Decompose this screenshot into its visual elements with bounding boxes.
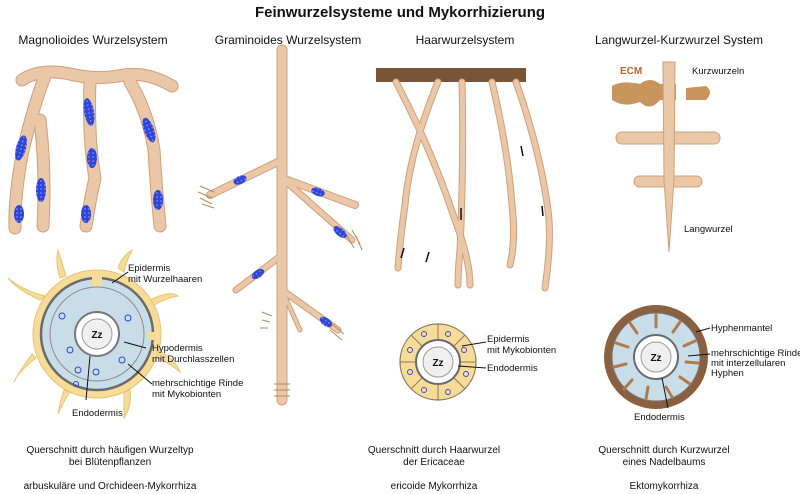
label-ericoid-epidermis-1: Epidermis (487, 334, 529, 345)
mycorrhiza-ecm: Ektomykorrhiza (630, 481, 699, 492)
hair-root-mycobiont-marks (400, 145, 544, 263)
caption-magnolioid-1: Querschnitt durch häufigen Wurzeltyp (26, 445, 194, 456)
label-ecm: ECM (620, 66, 642, 77)
label-ecm-rinde-3: Hyphen (711, 368, 744, 379)
ericoid-cross-section: Zz (399, 323, 477, 401)
mycorrhiza-ericoid: ericoide Mykorrhiza (391, 481, 478, 492)
mycorrhiza-magnolioid: arbuskuläre und Orchideen-Mykorrhiza (24, 481, 197, 492)
zz-label-ericoid: Zz (432, 358, 443, 369)
ecm-short-root-right (686, 86, 710, 100)
caption-ecm-1: Querschnitt durch Kurzwurzel (598, 445, 729, 456)
label-ericoid-epidermis-2: mit Mykobionten (487, 345, 556, 356)
hair-root-system (392, 78, 553, 292)
ericoid-callouts (457, 341, 487, 369)
caption-ecm-2: eines Nadelbaums (623, 457, 706, 468)
magnolioid-fungus-colonies (14, 98, 163, 223)
label-kurzwurzeln: Kurzwurzeln (692, 66, 744, 77)
label-endodermis-magnolioid: Endodermis (72, 408, 123, 419)
label-ecm-rinde-2: mit interzellularen (711, 358, 785, 369)
label-hypodermis-1: Hypodermis (152, 343, 203, 354)
heading-graminoid: Graminoides Wurzelsystem (215, 33, 361, 47)
graminoid-fungus-colonies (233, 175, 347, 328)
passage-cell (92, 276, 102, 286)
diagram-title: Feinwurzelsysteme und Mykorrhizierung (255, 4, 545, 21)
ectomycorrhiza-cross-section: Zz (604, 305, 708, 409)
magnolioid-cross-section: Zz (7, 248, 182, 420)
label-hypodermis-2: mit Durchlasszellen (152, 354, 234, 365)
zz-label-ecm: Zz (650, 353, 661, 364)
label-hyphenmantel: Hyphenmantel (711, 323, 772, 334)
ecm-callouts (661, 327, 711, 409)
label-ecm-rinde-1: mehrschichtige Rinde (711, 348, 800, 359)
graminoid-root-system (206, 44, 359, 406)
caption-ericoid-1: Querschnitt durch Haarwurzel (368, 445, 500, 456)
label-rinde-1: mehrschichtige Rinde (152, 378, 243, 389)
label-rinde-2: mit Mykobionten (152, 389, 221, 400)
long-short-root-system (612, 61, 721, 253)
passage-cell (148, 332, 156, 340)
caption-magnolioid-2: bei Blütenpflanzen (69, 457, 151, 468)
ecm-short-root (612, 80, 676, 107)
label-ericoid-endodermis: Endodermis (487, 363, 538, 374)
label-langwurzel: Langwurzel (684, 224, 733, 235)
label-ecm-endodermis: Endodermis (634, 412, 685, 423)
heading-langwurzel: Langwurzel-Kurzwurzel System (595, 33, 763, 47)
caption-ericoid-2: der Ericaceae (403, 457, 465, 468)
ericoid-stem (376, 68, 526, 82)
magnolioid-callouts (85, 271, 153, 401)
label-epidermis-1: Epidermis (128, 263, 170, 274)
zz-label-magnolioid: Zz (91, 330, 102, 341)
long-root (662, 61, 676, 253)
heading-magnolioid: Magnolioides Wurzelsystem (18, 33, 167, 47)
graminoid-root-hairs (197, 185, 363, 397)
label-epidermis-2: mit Wurzelhaaren (128, 274, 202, 285)
heading-haarwurzel: Haarwurzelsystem (416, 33, 515, 47)
